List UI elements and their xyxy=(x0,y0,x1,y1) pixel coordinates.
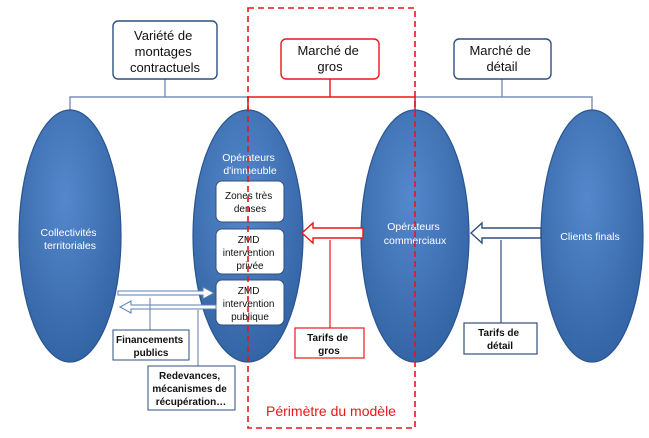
svg-text:Tarifs de détail: Tarifs de détail xyxy=(478,328,522,352)
arrow-tarifs-gros xyxy=(300,221,364,245)
montages-line-1: Variété de xyxy=(134,28,192,43)
bracket-montages xyxy=(69,96,249,112)
bracket-gros xyxy=(247,96,416,112)
box-tarifs-de-detail: Tarifs de détail xyxy=(463,322,538,355)
zone-zmd-publique: ZMD intervention publique xyxy=(215,279,285,326)
svg-text:Tarifs de gros: Tarifs de gros xyxy=(307,333,351,357)
box-redevances: Redevances, mécanismes de récupération… xyxy=(147,365,236,411)
montages-line-3: contractuels xyxy=(130,60,201,75)
arrow-right-financements xyxy=(117,286,216,300)
top-connectors-red xyxy=(247,79,416,112)
perimetre-modele-label: Périmètre du modèle xyxy=(266,403,396,419)
label-clients-finals: Clients finals xyxy=(560,231,620,243)
detail-line-1: Marché de xyxy=(469,43,530,58)
arrow-left-redevances xyxy=(118,300,217,314)
bracket-detail xyxy=(414,96,593,112)
perimetre-modele-box xyxy=(247,7,416,429)
zone-zmd-privee: ZMD intervention privée xyxy=(215,228,285,275)
gros-line-1: Marché de xyxy=(297,43,358,58)
label-operateurs-immeuble: Opérateurs d'immeuble xyxy=(222,152,277,177)
box-marche-de-detail: Marché de détail xyxy=(453,38,552,80)
box-montages-contractuels: Variété de montages contractuels xyxy=(112,20,218,80)
svg-text:Financements publics: Financements publics xyxy=(116,335,186,359)
detail-line-2: détail xyxy=(486,59,517,74)
svg-text:Marché de gros: Marché de gros xyxy=(297,43,362,74)
label-leaders xyxy=(149,240,502,366)
montages-line-2: montages xyxy=(135,44,193,59)
svg-text:Marché de détail: Marché de détail xyxy=(469,43,534,74)
svg-text:Redevances, mécanismes d: Redevances, mécanismes de récupération… xyxy=(152,371,229,408)
label-collectivites: Collectivités territoriales xyxy=(41,227,100,252)
zone-tres-denses: Zones très denses xyxy=(215,180,285,223)
box-tarifs-de-gros: Tarifs de gros xyxy=(294,327,365,359)
box-financements-publics: Financements publics xyxy=(112,329,190,361)
ellipse-collectivites xyxy=(18,109,122,363)
gros-line-2: gros xyxy=(317,59,343,74)
box-marche-de-gros: Marché de gros xyxy=(280,38,380,80)
svg-text:Variété de montages: Variété de montages contractuels xyxy=(130,28,201,75)
arrow-tarifs-detail xyxy=(469,221,542,245)
top-connectors xyxy=(69,79,593,112)
